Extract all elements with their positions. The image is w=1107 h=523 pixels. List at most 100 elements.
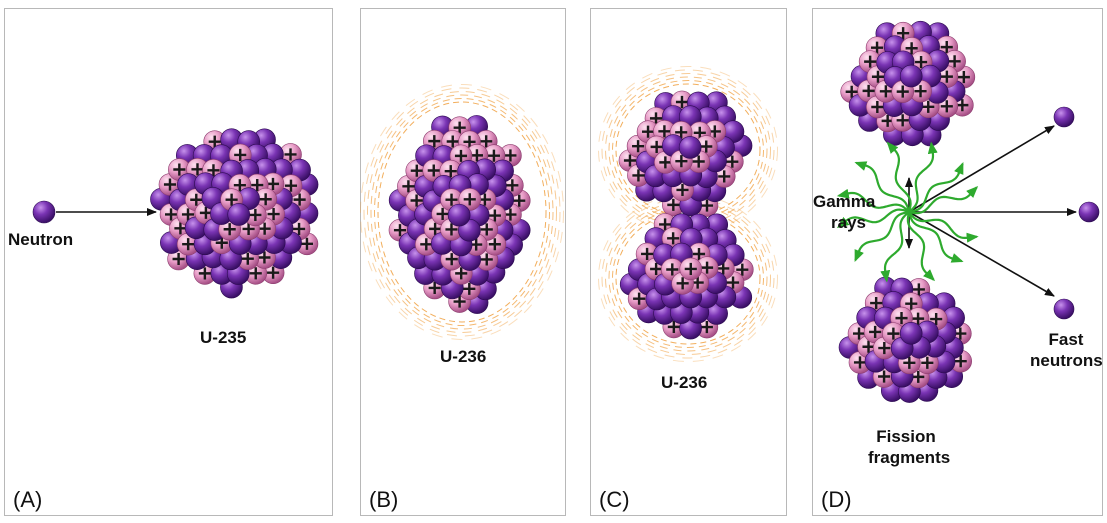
plus-icon bbox=[215, 236, 228, 249]
plus-icon bbox=[903, 356, 916, 369]
plus-icon bbox=[675, 126, 688, 139]
arrow-layer bbox=[56, 125, 1077, 297]
u235-label: U-235 bbox=[200, 328, 247, 347]
plus-icon bbox=[659, 218, 672, 231]
plus-icon bbox=[300, 237, 314, 250]
fast-neutrons-label: Fast neutrons bbox=[1030, 329, 1103, 371]
sphere-icon bbox=[899, 321, 923, 345]
plus-icon bbox=[736, 263, 749, 276]
plus-icon bbox=[897, 27, 910, 40]
neutron-sphere bbox=[447, 203, 471, 227]
fission-label-line1: Fission bbox=[876, 427, 936, 446]
panel-d-label: (D) bbox=[821, 487, 852, 512]
plus-icon bbox=[487, 149, 500, 162]
plus-icon bbox=[504, 208, 517, 221]
plus-icon bbox=[914, 85, 927, 98]
plus-icon bbox=[633, 292, 646, 305]
plus-icon bbox=[182, 238, 195, 251]
sphere-icon bbox=[447, 203, 471, 227]
plus-icon bbox=[453, 121, 466, 134]
plus-icon bbox=[878, 370, 891, 383]
plus-icon bbox=[293, 193, 306, 206]
gamma-ray-11 bbox=[854, 210, 910, 263]
gamma-rays-layer bbox=[836, 141, 979, 283]
sphere-icon bbox=[678, 136, 702, 159]
plus-icon bbox=[912, 283, 925, 296]
plus-icon bbox=[675, 95, 689, 109]
plus-icon bbox=[930, 313, 943, 326]
plus-icon bbox=[871, 100, 884, 114]
fast-neutron-arrow-bottom bbox=[908, 211, 1055, 297]
plus-icon bbox=[632, 169, 645, 182]
neutron-sphere bbox=[899, 321, 923, 345]
plus-icon bbox=[700, 140, 713, 153]
plus-icon bbox=[667, 198, 680, 211]
plus-icon bbox=[191, 163, 204, 176]
plus-icon bbox=[845, 85, 858, 98]
fast-label-line2: neutrons bbox=[1030, 351, 1103, 370]
panel-a-label: (A) bbox=[13, 487, 43, 512]
fission-label-line2: fragments bbox=[868, 448, 951, 467]
plus-icon bbox=[393, 224, 407, 237]
plus-icon bbox=[488, 238, 501, 251]
plus-icon bbox=[480, 253, 493, 266]
plus-icon bbox=[172, 252, 185, 266]
plus-icon bbox=[410, 164, 423, 177]
plus-icon bbox=[463, 193, 476, 206]
gamma-ray-6 bbox=[908, 185, 979, 215]
particles-layer bbox=[32, 106, 1100, 320]
plus-icon bbox=[632, 140, 645, 153]
plus-icon bbox=[650, 262, 663, 276]
plus-icon bbox=[174, 222, 187, 235]
plus-icon bbox=[402, 180, 415, 193]
plus-icon bbox=[676, 277, 689, 290]
gamma-ray-1 bbox=[836, 188, 910, 213]
plus-icon bbox=[862, 84, 875, 97]
gamma-ray-4 bbox=[908, 141, 938, 213]
gamma-ray-7 bbox=[908, 211, 979, 243]
panel-c-label: (C) bbox=[599, 487, 630, 512]
plus-icon bbox=[445, 253, 458, 266]
plus-icon bbox=[165, 208, 178, 221]
plus-icon bbox=[480, 223, 493, 236]
sphere-icon bbox=[227, 203, 251, 226]
gamma-label-line2: rays bbox=[831, 213, 866, 232]
plus-icon bbox=[940, 41, 953, 54]
plus-icon bbox=[905, 42, 918, 55]
plus-icon bbox=[641, 247, 654, 261]
plus-icon bbox=[852, 327, 866, 340]
plus-icon bbox=[878, 342, 891, 355]
plus-icon bbox=[896, 114, 909, 127]
plus-icon bbox=[676, 183, 689, 196]
u236-excitation-b bbox=[360, 84, 564, 340]
plus-icon bbox=[427, 164, 440, 177]
u236-label-b: U-236 bbox=[440, 347, 487, 366]
plus-icon bbox=[429, 222, 442, 235]
plus-icon bbox=[480, 135, 493, 148]
fission-fragment-bottom bbox=[838, 276, 972, 403]
plus-icon bbox=[242, 222, 255, 236]
plus-icon bbox=[410, 194, 423, 207]
plus-icon bbox=[488, 209, 501, 222]
fast-neutron-top bbox=[1053, 106, 1075, 128]
plus-icon bbox=[513, 194, 526, 207]
plus-icon bbox=[241, 252, 254, 265]
plus-icon bbox=[912, 370, 925, 383]
plus-icon bbox=[181, 208, 195, 221]
neutron-sphere bbox=[678, 136, 702, 159]
plus-icon bbox=[258, 251, 271, 264]
gamma-ray-8 bbox=[907, 211, 964, 263]
plus-icon bbox=[912, 312, 925, 325]
u236-fragment-c-top bbox=[618, 90, 753, 217]
plus-icon bbox=[470, 149, 483, 162]
plus-icon bbox=[293, 222, 306, 235]
plus-icon bbox=[173, 163, 186, 176]
plus-icon bbox=[954, 355, 967, 368]
plus-icon bbox=[163, 178, 177, 191]
plus-icon bbox=[948, 55, 961, 68]
fission-fragment-top bbox=[840, 20, 976, 147]
plus-icon bbox=[957, 71, 970, 84]
plus-icon bbox=[504, 149, 517, 162]
plus-icon bbox=[641, 125, 655, 138]
plus-icon bbox=[862, 340, 875, 353]
